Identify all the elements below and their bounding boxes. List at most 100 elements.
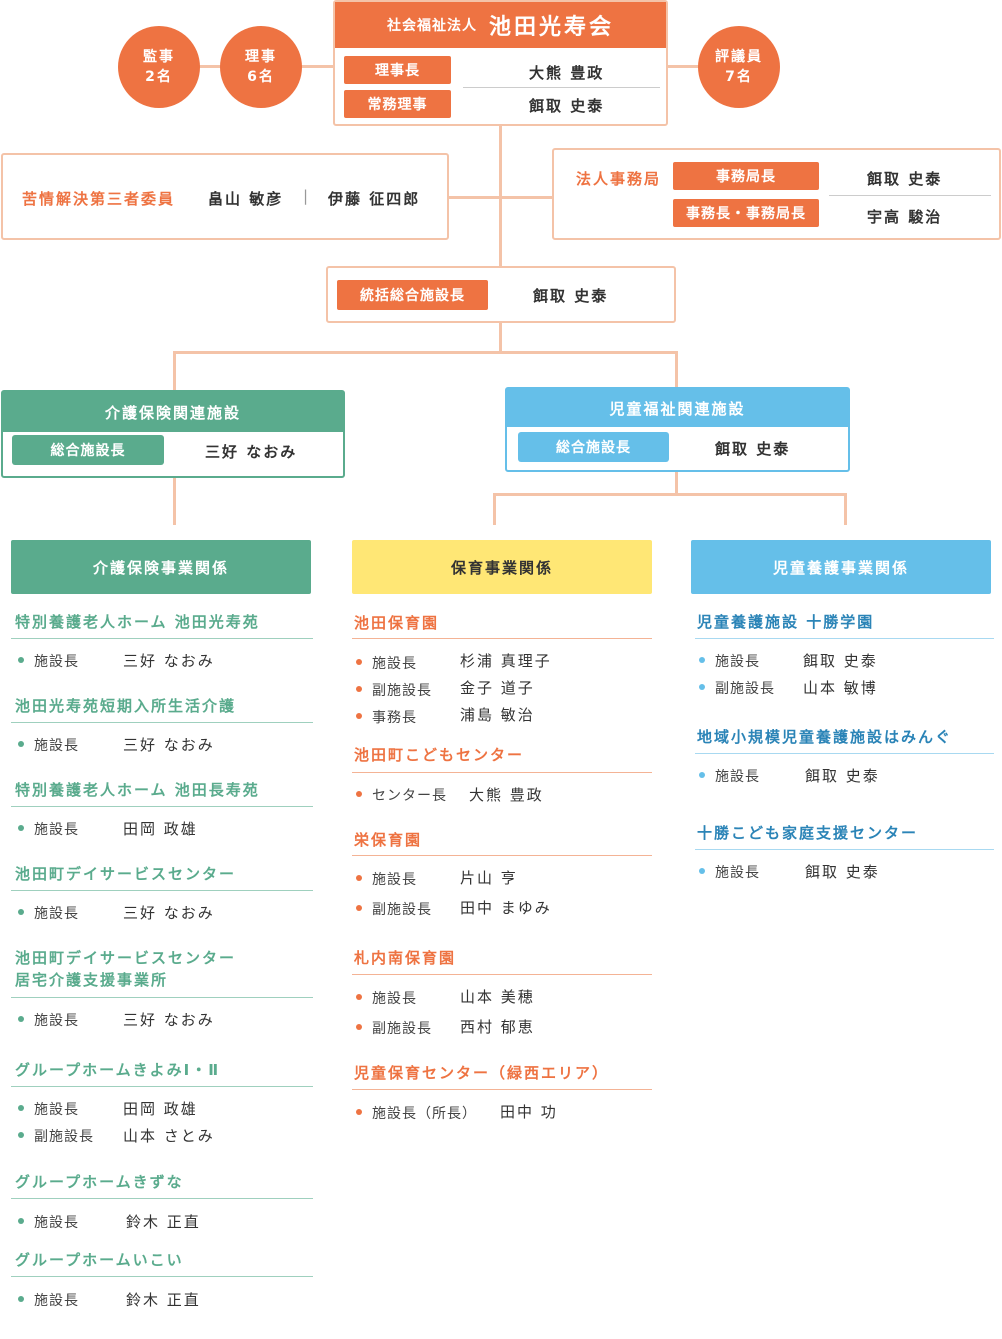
staff-name: 餌取 史泰 xyxy=(803,652,878,670)
bullet-icon xyxy=(356,1024,362,1030)
staff-role: センター長 xyxy=(356,785,447,805)
bullet-icon xyxy=(18,1218,24,1224)
facility-separator xyxy=(695,638,994,639)
facility-separator xyxy=(352,855,652,856)
facility-title: 池田町こどもセンター xyxy=(354,746,525,764)
office-head-label: 事務局長 xyxy=(673,162,819,190)
bullet-icon xyxy=(356,994,362,1000)
care-section-name: 三好 なおみ xyxy=(205,443,298,461)
managing-director-label: 常務理事 xyxy=(344,90,451,118)
child-section-role: 総合施設長 xyxy=(518,432,669,462)
staff-role-label: 施設長 xyxy=(34,822,79,838)
bullet-icon xyxy=(356,1109,362,1115)
staff-role: 施設長 xyxy=(18,735,79,755)
facility-title: 池田町デイサービスセンター xyxy=(15,865,237,883)
directors-count: 6名 xyxy=(247,69,275,85)
bullet-icon xyxy=(356,686,362,692)
complaints-person-1: 畠山 敏彦 xyxy=(208,190,284,208)
office-label: 法人事務局 xyxy=(576,170,662,188)
staff-name: 西村 郁恵 xyxy=(460,1018,535,1036)
staff-role-label: 施設長 xyxy=(34,654,79,670)
directors-circle: 理事 6名 xyxy=(220,26,302,108)
connector-branch-h xyxy=(173,351,678,354)
staff-role: 施設長 xyxy=(18,819,79,839)
facility-separator xyxy=(11,1198,313,1199)
staff-role: 施設長 xyxy=(699,651,760,671)
staff-role-label: 施設長 xyxy=(372,991,417,1007)
child-section-box: 児童福祉関連施設 総合施設長 餌取 史泰 xyxy=(505,387,850,472)
facility-separator xyxy=(352,638,652,639)
auditors-count: 2名 xyxy=(145,69,173,85)
staff-name: 田岡 政雄 xyxy=(123,820,198,838)
facility-separator xyxy=(11,806,313,807)
care-section-title: 介護保険関連施設 xyxy=(3,392,343,432)
child-section-name: 餌取 史泰 xyxy=(715,440,791,458)
facility-separator xyxy=(352,1089,652,1090)
bullet-icon xyxy=(356,875,362,881)
facility-title: 十勝こども家庭支援センター xyxy=(697,824,919,842)
staff-name: 杉浦 真理子 xyxy=(460,652,552,670)
bullet-icon xyxy=(699,868,705,874)
staff-role: 副施設長 xyxy=(699,678,775,698)
staff-name: 山本 美穂 xyxy=(460,988,535,1006)
staff-role-label: 副施設長 xyxy=(715,681,775,697)
office-box: 法人事務局 事務局長 餌取 史泰 事務長・事務局長 宇高 駿治 xyxy=(552,148,1001,240)
staff-role-label: 事務長 xyxy=(372,710,417,726)
staff-role: 施設長 xyxy=(356,869,417,889)
complaints-person-2: 伊藤 征四郎 xyxy=(328,190,421,208)
complaints-box: 苦情解決第三者委員 畠山 敏彦 | 伊藤 征四郎 xyxy=(1,153,449,240)
general-director-box: 統括総合施設長 餌取 史泰 xyxy=(326,266,676,323)
staff-role-label: 副施設長 xyxy=(372,902,432,918)
staff-role-label: 施設長 xyxy=(34,906,79,922)
facility-title: 栄保育園 xyxy=(354,831,423,849)
staff-name: 大熊 豊政 xyxy=(469,786,544,804)
facility-separator xyxy=(695,753,994,754)
bullet-icon xyxy=(356,791,362,797)
facility-title: 特別養護老人ホーム 池田長寿苑 xyxy=(15,781,260,799)
connector-child-h xyxy=(493,493,847,496)
facility-title: グループホームいこい xyxy=(15,1251,184,1269)
facility-separator xyxy=(352,974,652,975)
facility-title: 池田光寿苑短期入所生活介護 xyxy=(15,697,237,715)
staff-role-label: 施設長 xyxy=(715,769,760,785)
bullet-icon xyxy=(699,657,705,663)
bullet-icon xyxy=(356,713,362,719)
facility-separator xyxy=(11,997,313,998)
staff-role: 施設長 xyxy=(356,653,417,673)
staff-role-label: 施設長（所長） xyxy=(372,1106,477,1122)
staff-role: 事務長 xyxy=(356,707,417,727)
staff-role: 施設長（所長） xyxy=(356,1103,477,1123)
staff-name: 浦島 敏治 xyxy=(460,706,535,724)
staff-name: 田中 功 xyxy=(500,1103,558,1121)
staff-role: 副施設長 xyxy=(356,1018,432,1038)
bullet-icon xyxy=(18,1105,24,1111)
staff-role: 施設長 xyxy=(18,1290,79,1310)
childcare-column-heading: 児童養護事業関係 xyxy=(691,540,991,594)
bullet-icon xyxy=(18,741,24,747)
staff-role-label: センター長 xyxy=(372,788,447,804)
staff-name: 山本 さとみ xyxy=(123,1127,215,1145)
bullet-icon xyxy=(699,772,705,778)
staff-name: 片山 亨 xyxy=(460,869,518,887)
auditors-circle: 監事 2名 xyxy=(118,26,200,108)
chairman-label: 理事長 xyxy=(344,56,451,84)
facility-separator xyxy=(11,638,313,639)
complaints-label: 苦情解決第三者委員 xyxy=(22,190,176,208)
staff-role-label: 施設長 xyxy=(372,656,417,672)
staff-role-label: 施設長 xyxy=(34,1013,79,1029)
facility-separator xyxy=(695,849,994,850)
facility-title: 札内南保育園 xyxy=(354,949,457,967)
facility-title-line2: 居宅介護支援事業所 xyxy=(15,971,169,989)
staff-name: 金子 道子 xyxy=(460,679,535,697)
facility-separator xyxy=(352,772,652,773)
connector-office xyxy=(500,196,554,199)
connector-trunk xyxy=(499,124,502,354)
councilors-count: 7名 xyxy=(725,69,753,85)
connector-child-right xyxy=(844,493,847,525)
office-head-name: 餌取 史泰 xyxy=(867,170,943,188)
staff-role-label: 施設長 xyxy=(372,872,417,888)
facility-title: 地域小規模児童養護施設はみんぐ xyxy=(697,728,953,746)
staff-name: 田中 まゆみ xyxy=(460,899,552,917)
staff-role-label: 施設長 xyxy=(34,1293,79,1309)
staff-role: 副施設長 xyxy=(356,680,432,700)
